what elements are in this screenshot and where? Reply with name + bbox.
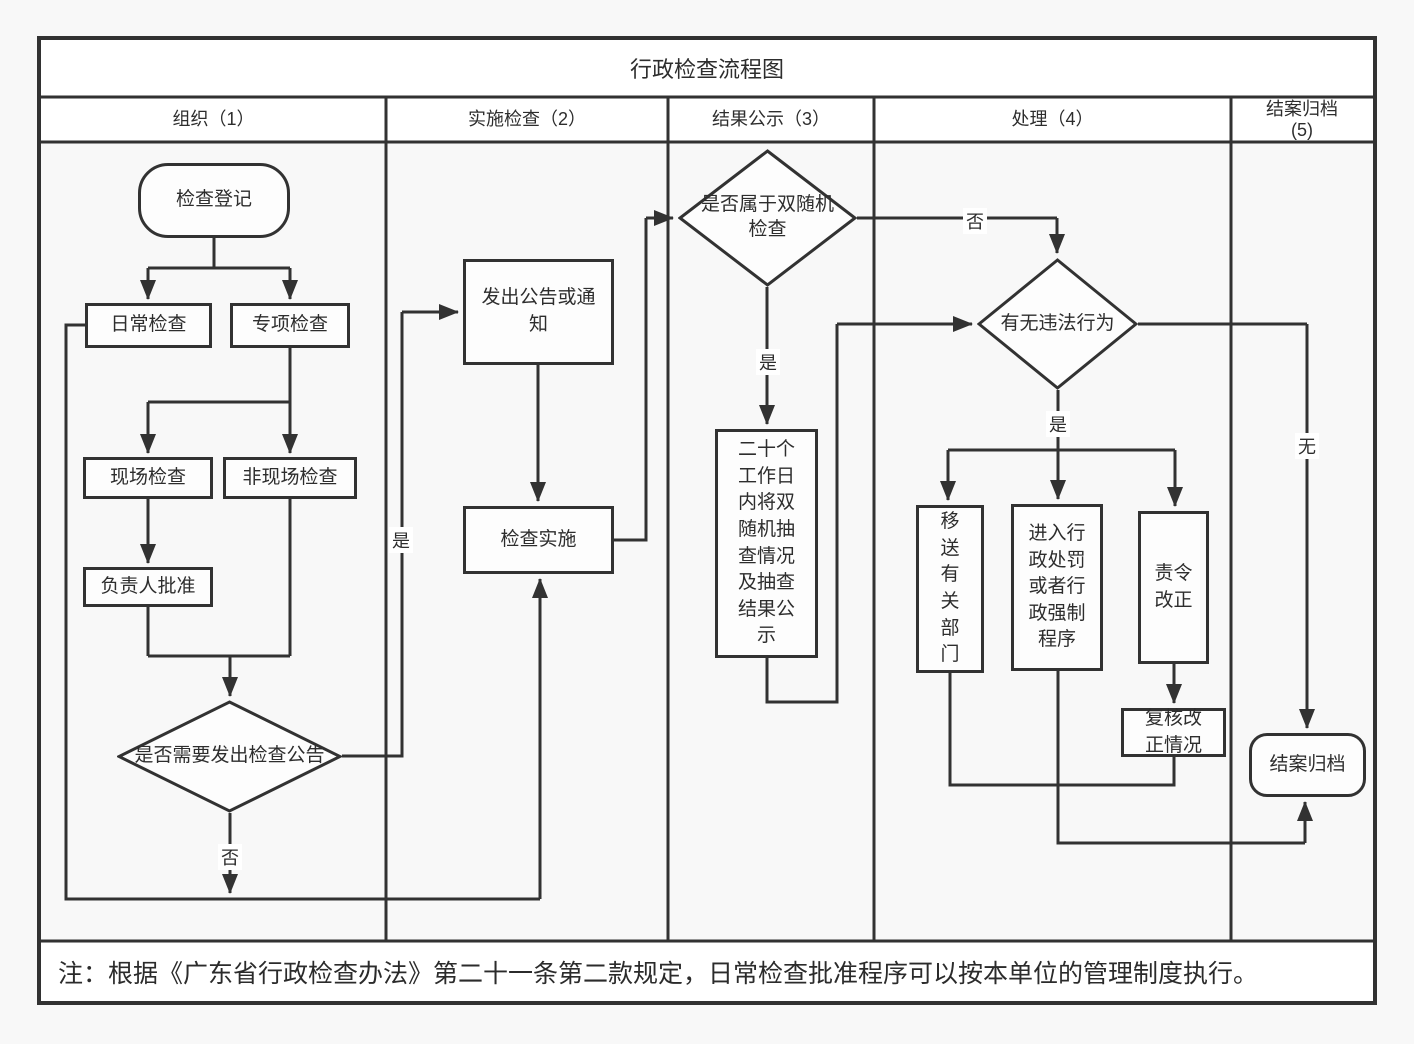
order-correction-box: 责令 改正 <box>1138 511 1209 664</box>
lane-header-organization: 组织（1） <box>172 109 255 130</box>
edge-label-violation-no: 无 <box>1295 433 1319 459</box>
archive-node: 结案归档 <box>1249 733 1366 797</box>
daily-check-box: 日常检查 <box>85 303 212 348</box>
flow-lines <box>64 216 1307 901</box>
onsite-check-box: 现场检查 <box>83 457 213 499</box>
approval-box: 负责人批准 <box>83 567 213 607</box>
swimlane-grid <box>37 36 1377 1005</box>
footnote: 注：根据《广东省行政检查办法》第二十一条第二款规定，日常检查批准程序可以按本单位… <box>58 960 1259 988</box>
lane-header-implementation: 实施检查（2） <box>467 109 586 130</box>
need-notice-decision-label: 是否需要发出检查公告 <box>134 745 325 767</box>
punishment-procedure-box: 进入行 政处罚 或者行 政强制 程序 <box>1011 504 1103 671</box>
double-random-decision: 是否属于双随机 检查 <box>678 149 857 287</box>
need-notice-decision: 是否需要发出检查公告 <box>117 700 342 813</box>
violation-decision: 有无违法行为 <box>977 258 1138 390</box>
lane-header-archive: 结案归档 (5) <box>1266 98 1338 140</box>
edge-label-double-random-no: 否 <box>963 208 987 234</box>
double-random-decision-label: 是否属于双随机 检查 <box>700 194 834 240</box>
issue-notice-box: 发出公告或通 知 <box>463 259 614 365</box>
title-row-background <box>41 40 1373 97</box>
edge-label-double-random-yes: 是 <box>756 349 780 375</box>
note-row-background <box>41 943 1373 1001</box>
header-row-background <box>41 99 1373 141</box>
transfer-department-box: 移 送 有 关 部 门 <box>916 505 984 673</box>
start-node: 检查登记 <box>138 163 290 238</box>
lane-header-handling: 处理（4） <box>1011 109 1094 130</box>
offsite-check-box: 非现场检查 <box>223 457 357 499</box>
publicize-results-box: 二十个 工作日 内将双 随机抽 查情况 及抽查 结果公 示 <box>715 429 818 658</box>
page-title: 行政检查流程图 <box>629 57 784 82</box>
lane-header-publicity: 结果公示（3） <box>711 109 830 130</box>
implement-check-box: 检查实施 <box>463 506 614 574</box>
flow-arrows <box>140 210 1315 899</box>
edge-label-need-notice-no: 否 <box>218 844 242 870</box>
violation-decision-label: 有无违法行为 <box>1000 312 1115 334</box>
review-correction-box: 复核改 正情况 <box>1121 708 1226 757</box>
special-check-box: 专项检查 <box>230 303 350 348</box>
edge-label-need-notice-yes: 是 <box>389 527 413 553</box>
edge-label-violation-yes: 是 <box>1046 411 1070 437</box>
